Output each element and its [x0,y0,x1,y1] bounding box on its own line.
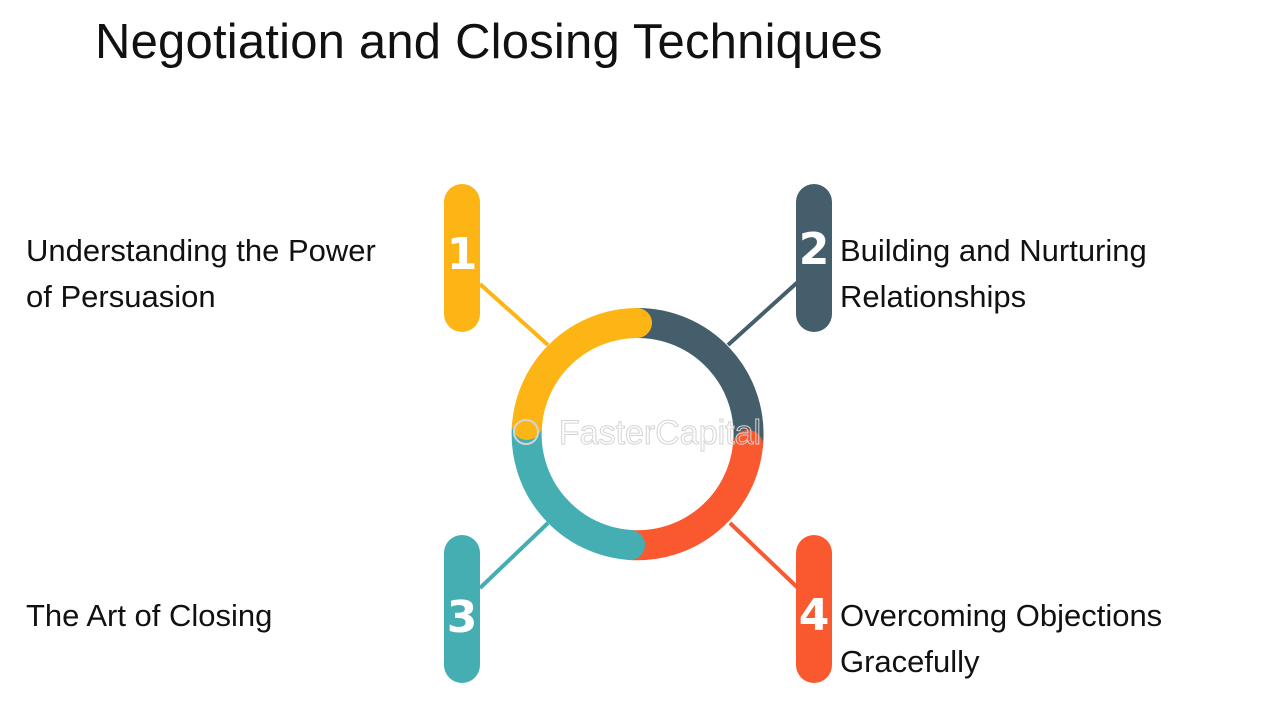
watermark-logo: FasterCapital [513,414,762,453]
step-badge-2: 2 [796,184,832,332]
connector-1 [478,282,550,347]
step-label-1: Understanding the Power of Persuasion [26,228,376,320]
step-label-1-line-1: Understanding the Power [26,233,376,268]
watermark-text: FasterCapital [559,414,761,452]
step-badge-4: 4 [796,535,832,683]
svg-text:2: 2 [799,224,830,275]
connector-2 [726,278,802,347]
step-label-2-line-1: Building and Nurturing [840,233,1147,268]
step-label-3: The Art of Closing [26,593,272,639]
step-label-2-line-2: Relationships [840,279,1027,314]
ring-segment-1 [512,308,652,440]
svg-text:4: 4 [799,590,830,641]
svg-text:3: 3 [447,592,478,643]
slide-title: Negotiation and Closing Techniques [95,15,883,69]
connector-4 [728,521,802,592]
ring-segment-3 [511,410,645,560]
step-label-1-line-2: of Persuasion [26,279,216,314]
ring-segment-2 [622,307,764,460]
step-label-4-line-1: Overcoming Objections [840,598,1163,633]
step-label-3-line-1: The Art of Closing [26,598,273,633]
step-badge-1: 1 [444,184,480,332]
step-label-4: Overcoming Objections Gracefully [840,593,1162,685]
connector-3 [478,521,550,590]
step-label-4-line-2: Gracefully [840,644,980,679]
ring-segment-4 [615,430,763,561]
step-label-2: Building and Nurturing Relationships [840,228,1147,320]
step-badge-3: 3 [444,535,480,683]
svg-text:1: 1 [447,229,478,280]
